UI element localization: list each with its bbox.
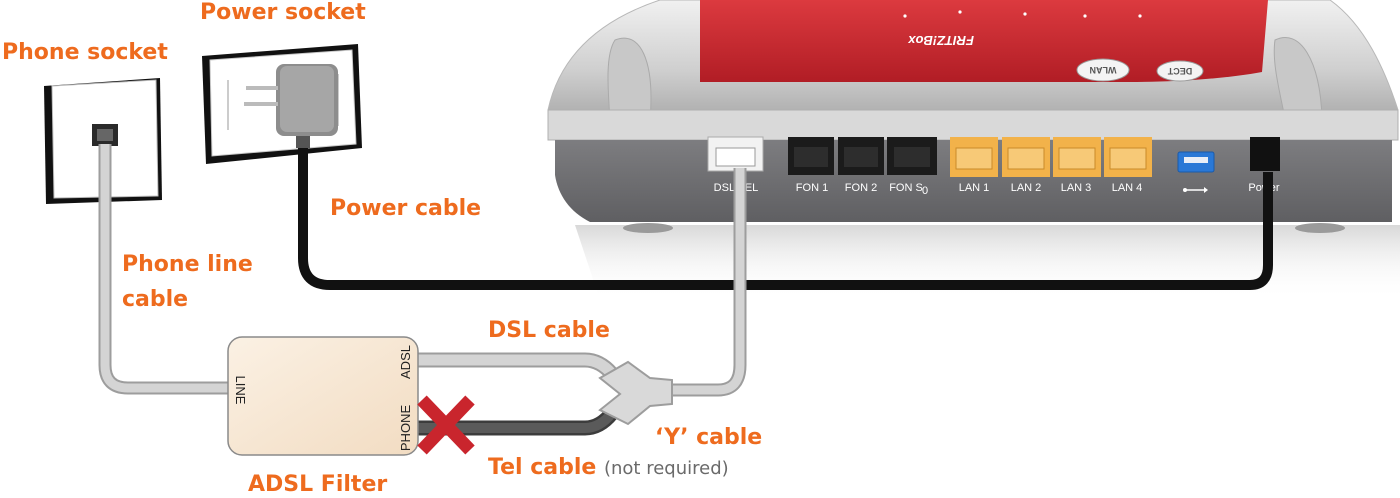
svg-text:FON 2: FON 2 — [845, 182, 877, 194]
filter-port-line: LINE — [233, 376, 248, 405]
label-power-socket: Power socket — [200, 0, 366, 25]
dect-button[interactable]: DECT — [1156, 60, 1204, 82]
port-lan2[interactable]: LAN 2 — [1002, 137, 1050, 194]
phone-line-cable — [98, 144, 228, 395]
power-socket — [202, 44, 362, 164]
port-fon1[interactable]: FON 1 — [788, 137, 834, 194]
svg-text:FON S: FON S — [889, 182, 923, 194]
filter-port-adsl: ADSL — [398, 345, 413, 379]
label-adsl-filter: ADSL Filter — [248, 472, 388, 497]
wlan-button[interactable]: WLAN — [1076, 58, 1130, 82]
label-dsl-cable: DSL cable — [488, 318, 610, 343]
port-lan1[interactable]: LAN 1 — [950, 137, 998, 194]
port-fon2[interactable]: FON 2 — [838, 137, 884, 194]
tel-cable — [418, 408, 618, 436]
adsl-filter: LINE ADSL PHONE — [227, 336, 419, 456]
svg-text:WLAN: WLAN — [1090, 65, 1117, 75]
y-connector — [598, 360, 673, 426]
tel-cable-title: Tel cable — [488, 455, 597, 480]
tel-cable-note: (not required) — [603, 458, 729, 479]
svg-text:LAN 4: LAN 4 — [1112, 182, 1143, 194]
y-cable-stem — [668, 168, 747, 397]
label-phone-socket: Phone socket — [2, 40, 168, 65]
port-lan3[interactable]: LAN 3 — [1053, 137, 1101, 194]
status-leds — [903, 10, 1142, 18]
svg-text:LAN 2: LAN 2 — [1011, 182, 1042, 194]
filter-port-phone: PHONE — [398, 405, 413, 452]
port-fon-s0[interactable]: FON S 0 — [887, 137, 937, 197]
router: FRITZ!Box WLAN DECT — [547, 0, 1400, 300]
svg-text:DECT: DECT — [1167, 66, 1192, 76]
router-brand-logo: FRITZ!Box — [908, 33, 974, 48]
router-lip — [547, 109, 1399, 141]
label-y-cable: ‘Y’ cable — [655, 425, 763, 450]
router-red-top — [700, 0, 1268, 82]
label-power-cable: Power cable — [330, 196, 482, 221]
label-phone-line-cable-line1: Phone line — [122, 252, 253, 277]
power-cable — [298, 148, 1273, 290]
usb-icon — [1183, 187, 1208, 193]
cross-icon — [417, 395, 475, 455]
phone-socket — [44, 78, 162, 204]
dsl-cable — [418, 352, 618, 380]
label-tel-cable: Tel cable (not required) — [488, 455, 729, 482]
svg-text:LAN 1: LAN 1 — [959, 182, 990, 194]
port-usb[interactable] — [1177, 151, 1215, 193]
port-lan4[interactable]: LAN 4 — [1104, 137, 1152, 194]
svg-text:0: 0 — [922, 185, 928, 197]
port-dsl-tel[interactable]: DSL/TEL — [707, 136, 764, 194]
label-phone-line-cable-line2: cable — [122, 287, 189, 312]
svg-text:LAN 3: LAN 3 — [1061, 182, 1092, 194]
svg-text:FON 1: FON 1 — [796, 182, 828, 194]
